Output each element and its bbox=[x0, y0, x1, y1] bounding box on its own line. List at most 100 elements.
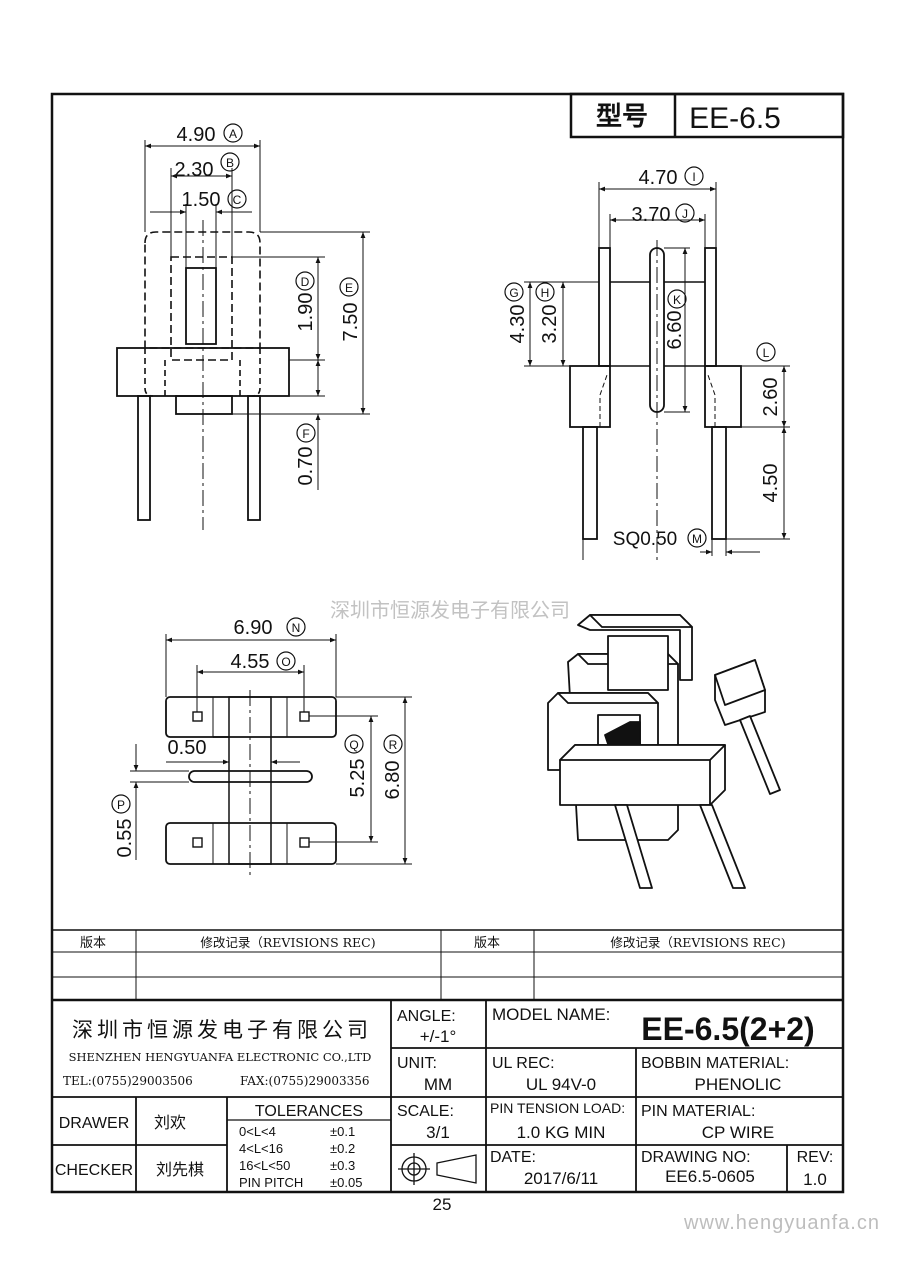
tolerance-range-2: 4<L<16 bbox=[239, 1141, 283, 1156]
drawing-no-value: EE6.5-0605 bbox=[665, 1167, 755, 1186]
svg-text:A: A bbox=[229, 127, 237, 141]
dim-A: 4.90 A bbox=[177, 123, 243, 146]
tolerance-value-3: ±0.3 bbox=[330, 1158, 355, 1173]
model-name-value: EE-6.5(2+2) bbox=[641, 1011, 814, 1047]
svg-text:SQ0.50: SQ0.50 bbox=[613, 529, 677, 550]
rev-col-version-1: 版本 bbox=[80, 936, 106, 951]
bobbin-material-value: PHENOLIC bbox=[695, 1075, 782, 1094]
dim-P2: 0.50 bbox=[168, 737, 207, 759]
drawing-no-label: DRAWING NO: bbox=[641, 1149, 751, 1166]
checker-label: CHECKER bbox=[55, 1162, 133, 1179]
title-block-grid bbox=[52, 1000, 843, 1192]
svg-text:3.70: 3.70 bbox=[632, 204, 671, 226]
svg-text:L: L bbox=[763, 346, 770, 360]
svg-text:C: C bbox=[233, 193, 242, 207]
svg-text:F: F bbox=[302, 427, 309, 441]
dim-N: 6.90 N bbox=[234, 617, 306, 639]
svg-text:0.55: 0.55 bbox=[114, 819, 136, 858]
svg-text:0.70: 0.70 bbox=[295, 447, 317, 486]
dim-O: 4.55 O bbox=[231, 651, 296, 673]
bottom-view bbox=[130, 634, 412, 875]
svg-text:6.90: 6.90 bbox=[234, 617, 273, 639]
dim-F: F 0.70 bbox=[295, 423, 317, 486]
svg-text:0.50: 0.50 bbox=[168, 737, 207, 759]
angle-label: ANGLE: bbox=[397, 1008, 456, 1025]
tolerance-range-1: 0<L<4 bbox=[239, 1124, 276, 1139]
svg-text:G: G bbox=[509, 286, 518, 300]
tolerance-range-3: 16<L<50 bbox=[239, 1158, 290, 1173]
side-view bbox=[524, 182, 790, 560]
tolerance-value-2: ±0.2 bbox=[330, 1141, 355, 1156]
svg-text:1.90: 1.90 bbox=[295, 293, 317, 332]
pin-tension-value: 1.0 KG MIN bbox=[517, 1123, 606, 1142]
company-tel: TEL:(0755)29003506 bbox=[63, 1074, 193, 1088]
angle-value: +/-1° bbox=[420, 1027, 457, 1046]
svg-text:E: E bbox=[345, 281, 353, 295]
rev-label: REV: bbox=[797, 1149, 834, 1166]
model-header-value: EE-6.5 bbox=[689, 102, 781, 135]
svg-text:2.60: 2.60 bbox=[760, 378, 782, 417]
company-fax: FAX:(0755)29003356 bbox=[240, 1074, 370, 1088]
company-name-en: SHENZHEN HENGYUANFA ELECTRONIC CO.,LTD bbox=[69, 1050, 372, 1064]
svg-text:O: O bbox=[281, 655, 290, 669]
date-label: DATE: bbox=[490, 1149, 536, 1166]
dim-L: L 2.60 bbox=[756, 342, 782, 417]
svg-text:N: N bbox=[292, 621, 301, 635]
watermark-url: www.hengyuanfa.cn bbox=[683, 1212, 880, 1234]
svg-text:4.30: 4.30 bbox=[507, 305, 529, 344]
svg-text:4.55: 4.55 bbox=[231, 651, 270, 673]
page-number: 25 bbox=[433, 1195, 452, 1214]
dim-R: R 6.80 bbox=[382, 734, 404, 800]
dim-C: 1.50 C bbox=[182, 189, 247, 211]
dim-G: G 4.30 bbox=[504, 282, 529, 344]
svg-text:6.80: 6.80 bbox=[382, 761, 404, 800]
svg-text:4.90: 4.90 bbox=[177, 124, 216, 146]
svg-text:J: J bbox=[682, 207, 688, 221]
date-value: 2017/6/11 bbox=[524, 1169, 598, 1188]
watermark-company: 深圳市恒源发电子有限公司 bbox=[330, 599, 570, 622]
model-header: 型号 EE-6.5 bbox=[569, 92, 845, 139]
svg-text:4.50: 4.50 bbox=[760, 464, 782, 503]
pin-tension-label: PIN TENSION LOAD: bbox=[490, 1100, 625, 1116]
scale-label: SCALE: bbox=[397, 1103, 454, 1120]
svg-text:3.20: 3.20 bbox=[539, 305, 561, 344]
svg-text:I: I bbox=[692, 170, 695, 184]
model-header-label: 型号 bbox=[596, 101, 648, 131]
dim-I: 4.70 I bbox=[639, 166, 704, 189]
svg-text:D: D bbox=[301, 275, 310, 289]
rev-col-record-1: 修改记录（REVISIONS REC) bbox=[200, 935, 375, 950]
dim-J: 3.70 J bbox=[632, 203, 695, 226]
svg-text:P: P bbox=[117, 798, 125, 812]
dim-E: 7.50 E bbox=[339, 277, 362, 341]
tolerance-range-4: PIN PITCH bbox=[239, 1175, 303, 1190]
svg-text:Q: Q bbox=[349, 738, 358, 752]
checker-value: 刘先棋 bbox=[156, 1160, 204, 1179]
dim-L2: 4.50 bbox=[760, 464, 782, 503]
dim-P: P 0.55 bbox=[111, 794, 136, 858]
svg-text:M: M bbox=[692, 532, 702, 546]
scale-value: 3/1 bbox=[426, 1123, 450, 1142]
rev-col-version-2: 版本 bbox=[474, 936, 500, 951]
ul-value: UL 94V-0 bbox=[526, 1075, 596, 1094]
isometric-view bbox=[547, 614, 781, 889]
svg-text:4.70: 4.70 bbox=[639, 167, 678, 189]
pin-material-value: CP WIRE bbox=[702, 1123, 774, 1142]
svg-text:6.60: 6.60 bbox=[664, 311, 686, 350]
dim-D: 1.90 D bbox=[295, 271, 317, 332]
svg-text:2.30: 2.30 bbox=[175, 159, 214, 181]
svg-text:K: K bbox=[673, 293, 681, 307]
model-name-label: MODEL NAME: bbox=[492, 1005, 610, 1024]
revisions-table bbox=[52, 929, 843, 1002]
unit-label: UNIT: bbox=[397, 1055, 437, 1072]
pin-material-label: PIN MATERIAL: bbox=[641, 1103, 755, 1120]
tolerance-value-4: ±0.05 bbox=[330, 1175, 362, 1190]
front-view bbox=[116, 140, 370, 530]
drawer-value: 刘欢 bbox=[154, 1113, 186, 1132]
company-name-cn: 深圳市恒源发电子有限公司 bbox=[72, 1018, 372, 1042]
dim-Q: Q 5.25 bbox=[344, 734, 369, 797]
rev-col-record-2: 修改记录（REVISIONS REC) bbox=[610, 935, 785, 950]
drawer-label: DRAWER bbox=[59, 1115, 130, 1132]
tolerances-label: TOLERANCES bbox=[255, 1103, 363, 1120]
dim-H: H 3.20 bbox=[535, 282, 561, 344]
